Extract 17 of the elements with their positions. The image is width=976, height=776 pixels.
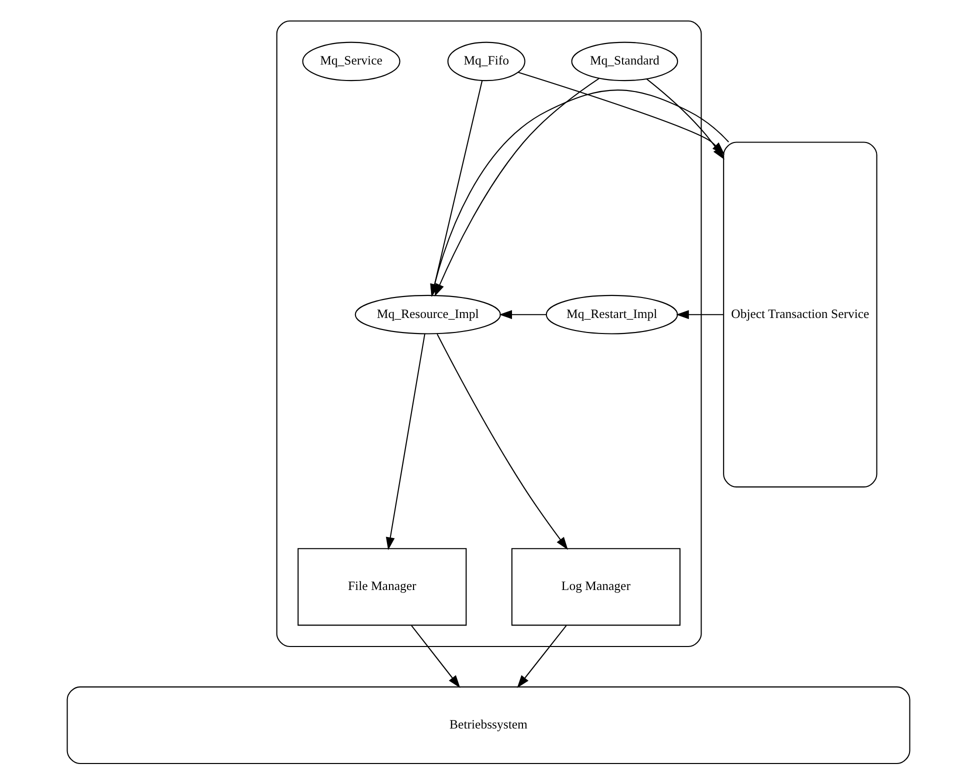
- arrow: [518, 72, 724, 155]
- arrow: [385, 334, 425, 550]
- arrow: [516, 625, 566, 688]
- arrow: [410, 625, 460, 688]
- node-ellipse: Mq_Service: [302, 42, 400, 82]
- node-ellipse: Mq_Restart_Impl: [545, 294, 678, 334]
- node-ellipse: Mq_Fifo: [446, 42, 525, 82]
- node-box: File Manager: [297, 548, 466, 626]
- node-box: Object Transaction Service: [722, 142, 877, 488]
- cluster: [276, 20, 702, 648]
- node-box: Betriebssystem: [66, 686, 910, 764]
- node-ellipse: Mq_Resource_Impl: [354, 294, 500, 334]
- node-ellipse: Mq_Standard: [570, 42, 678, 82]
- arrow: [436, 334, 568, 550]
- arrow: [498, 310, 546, 320]
- node-box: Log Manager: [510, 548, 680, 626]
- arrow: [676, 310, 723, 320]
